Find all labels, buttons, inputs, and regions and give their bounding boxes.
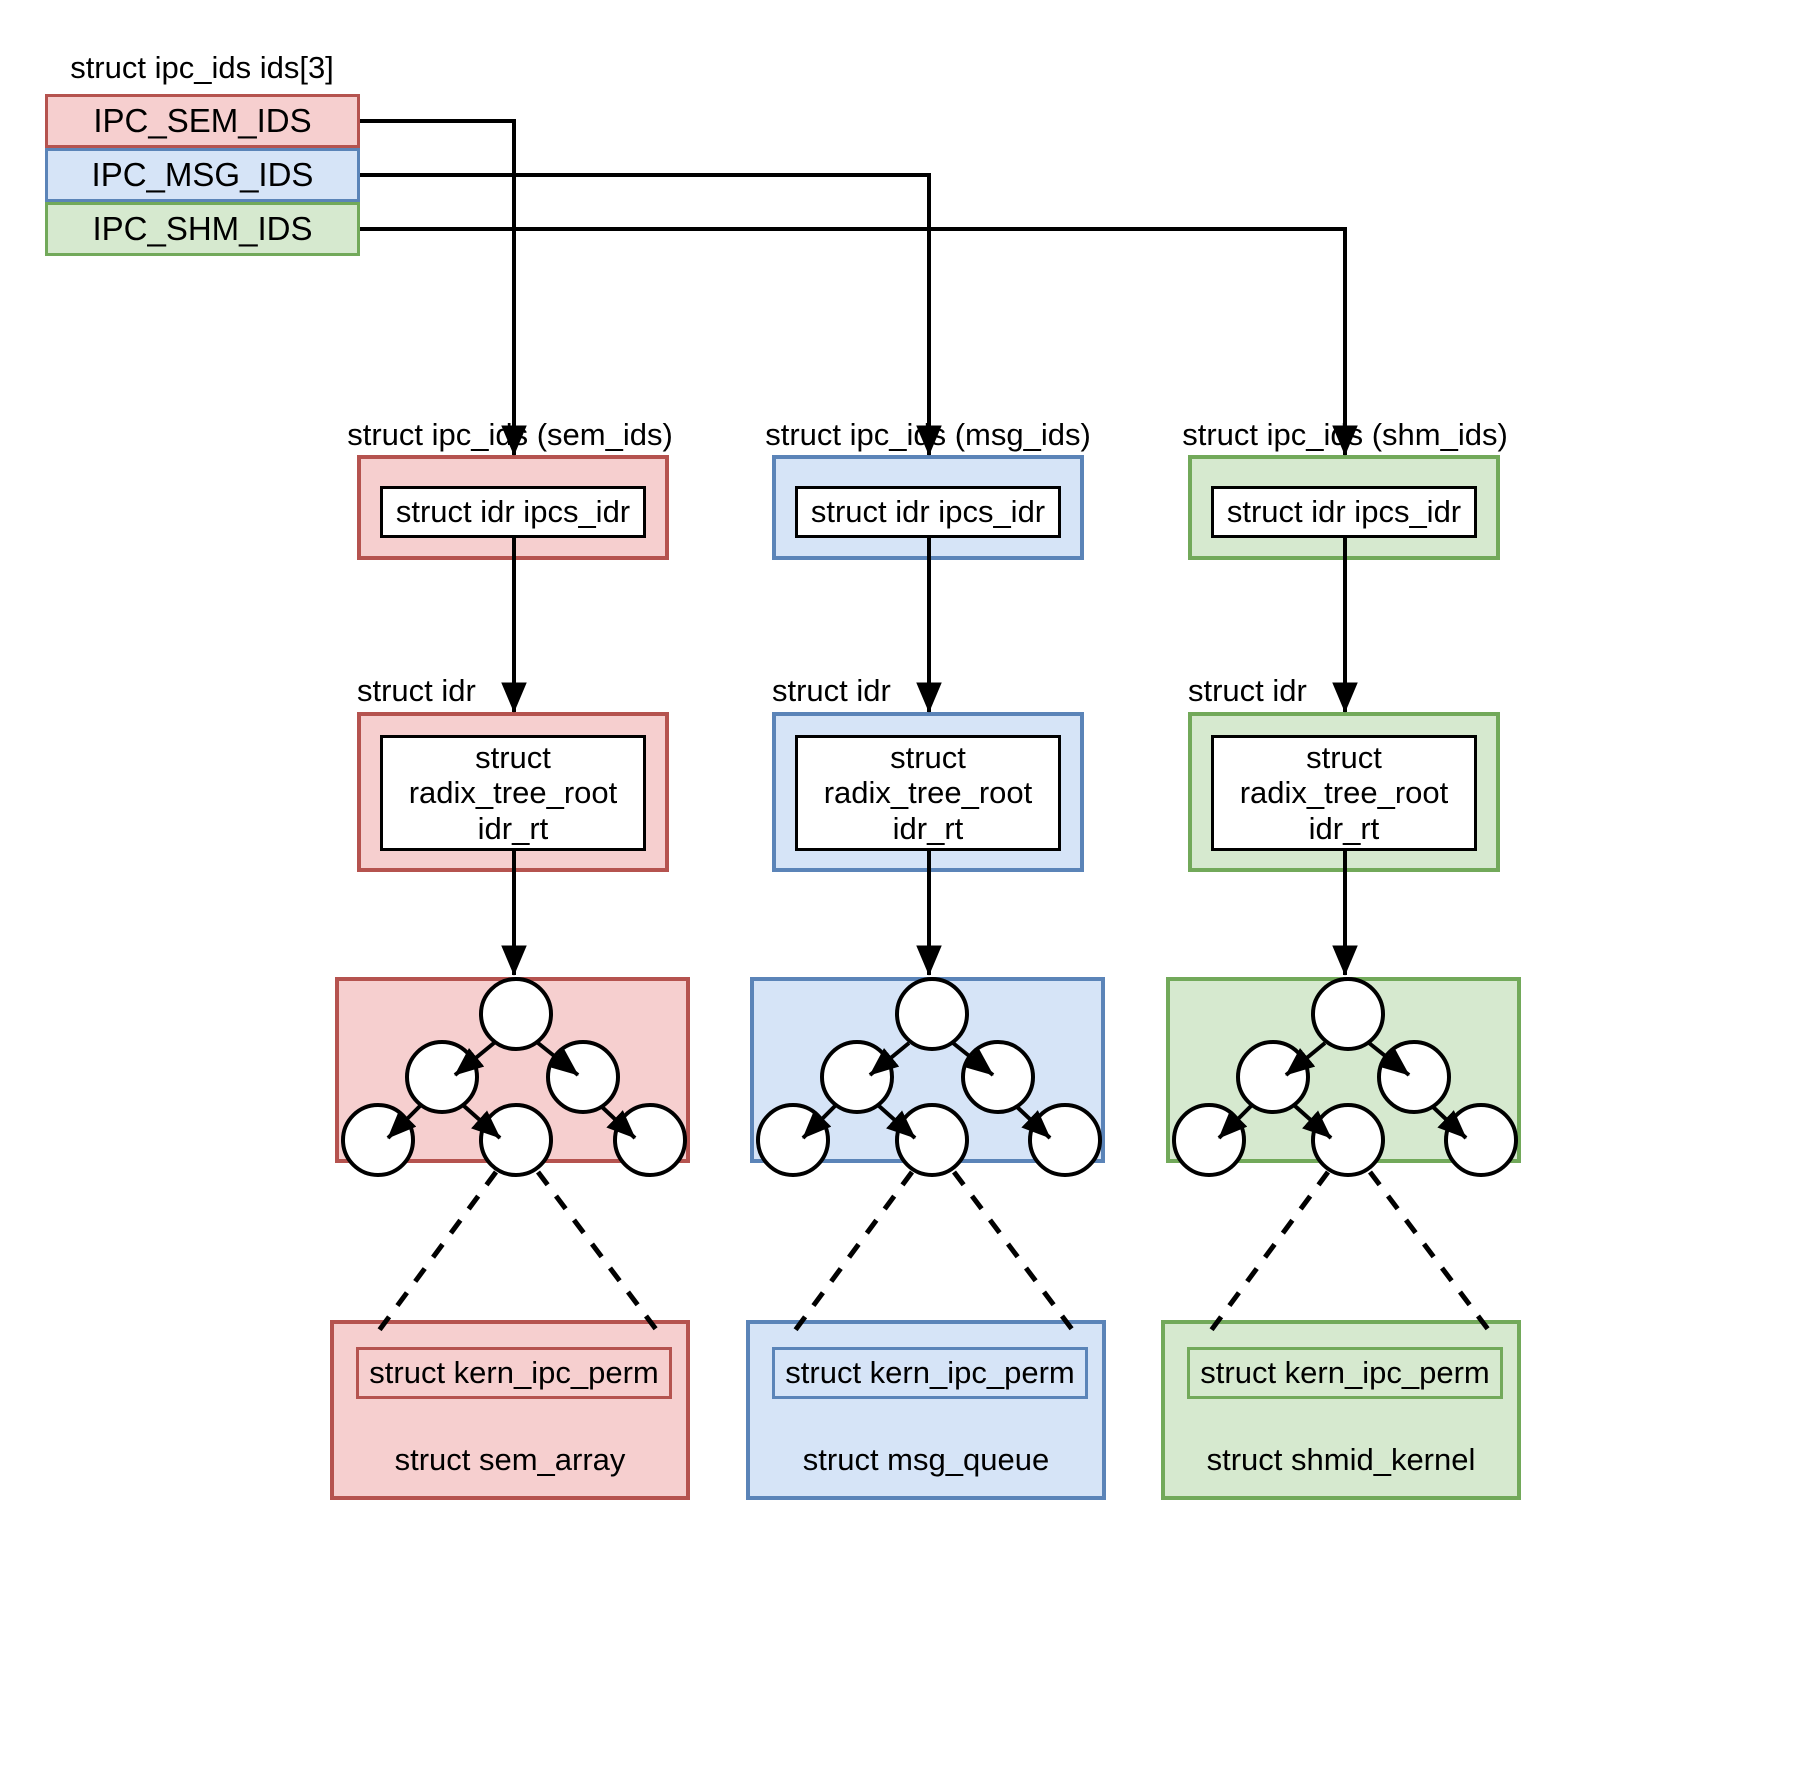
sem-kern-ipc-perm-box[interactable]: struct kern_ipc_perm [356,1347,672,1399]
shm-tree-node-leaf2[interactable] [1311,1103,1385,1177]
sem-radix-tree-root-box[interactable]: struct radix_tree_root idr_rt [380,735,646,851]
ids-to-columns-connectors [360,119,1358,456]
msg-queue-label: struct msg_queue [802,1442,1050,1477]
msg-tree-node-leaf3[interactable] [1028,1103,1102,1177]
sem-ipcs-idr-box[interactable]: struct idr ipcs_idr [380,486,646,538]
msg-tree-node-leaf2[interactable] [895,1103,969,1177]
sem-tree-node-leaf1[interactable] [341,1103,415,1177]
msg-queue-panel[interactable]: struct kern_ipc_perm struct msg_queue [746,1320,1106,1500]
sem-tree-node-r1[interactable] [546,1040,620,1114]
sem-array-label: struct sem_array [394,1442,626,1477]
leaf-to-object-dashed-links [369,1170,1498,1342]
sem-idr-caption: struct idr [357,673,476,708]
shm-radix-tree-root-box[interactable]: struct radix_tree_root idr_rt [1211,735,1477,851]
shm-tree-node-root[interactable] [1311,977,1385,1051]
ids-row-sem[interactable]: IPC_SEM_IDS [45,94,360,148]
shm-tree-node-leaf1[interactable] [1172,1103,1246,1177]
msg-ipcs-idr-box[interactable]: struct idr ipcs_idr [795,486,1061,538]
msg-tree-node-l1[interactable] [820,1040,894,1114]
msg-tree-node-root[interactable] [895,977,969,1051]
sem-tree-node-leaf3[interactable] [613,1103,687,1177]
shm-kern-ipc-perm-box[interactable]: struct kern_ipc_perm [1187,1347,1503,1399]
shmid-kernel-label: struct shmid_kernel [1206,1442,1476,1477]
ids-row-msg-label: IPC_MSG_IDS [91,156,314,193]
shm-ids-caption: struct ipc_ids (shm_ids) [1182,417,1508,452]
sem-tree-node-leaf2[interactable] [479,1103,553,1177]
shm-idr-caption: struct idr [1188,673,1307,708]
ids-row-msg[interactable]: IPC_MSG_IDS [45,148,360,202]
msg-ids-caption: struct ipc_ids (msg_ids) [765,417,1091,452]
msg-kern-ipc-perm-box[interactable]: struct kern_ipc_perm [772,1347,1088,1399]
shm-tree-node-l1[interactable] [1236,1040,1310,1114]
sem-array-panel[interactable]: struct kern_ipc_perm struct sem_array [330,1320,690,1500]
shm-tree-node-leaf3[interactable] [1444,1103,1518,1177]
ids-row-sem-label: IPC_SEM_IDS [93,102,312,139]
shm-ipcs-idr-box[interactable]: struct idr ipcs_idr [1211,486,1477,538]
sem-tree-node-l1[interactable] [405,1040,479,1114]
sem-ids-caption: struct ipc_ids (sem_ids) [347,417,673,452]
ids-row-shm-label: IPC_SHM_IDS [92,210,313,247]
ids-array-caption: struct ipc_ids ids[3] [70,50,334,85]
msg-idr-caption: struct idr [772,673,891,708]
shmid-kernel-panel[interactable]: struct kern_ipc_perm struct shmid_kernel [1161,1320,1521,1500]
msg-tree-node-leaf1[interactable] [756,1103,830,1177]
msg-tree-node-r1[interactable] [961,1040,1035,1114]
sem-tree-node-root[interactable] [479,977,553,1051]
msg-radix-tree-root-box[interactable]: struct radix_tree_root idr_rt [795,735,1061,851]
shm-tree-node-r1[interactable] [1377,1040,1451,1114]
ids-row-shm[interactable]: IPC_SHM_IDS [45,202,360,256]
